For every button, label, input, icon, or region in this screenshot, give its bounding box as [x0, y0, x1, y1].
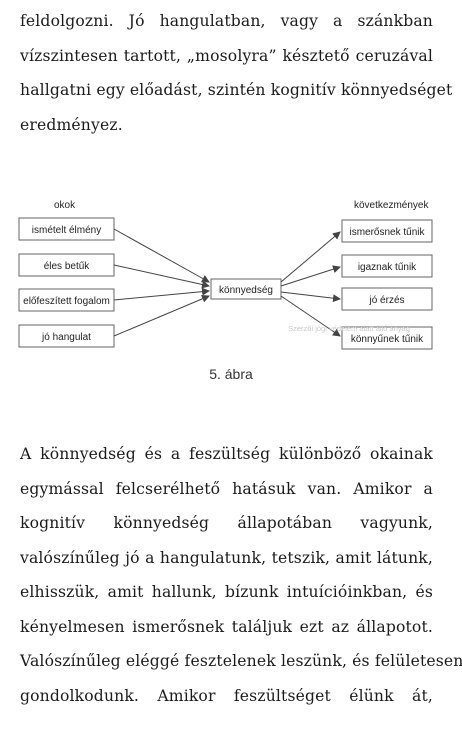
arrow	[280, 265, 341, 287]
text-line: feldolgozni. Jó hangulatban, vagy a szán…	[20, 12, 433, 30]
arrow	[113, 228, 210, 283]
figure-caption: 5. ábra	[209, 366, 253, 382]
text-line: elhisszük, amit hallunk, bízunk intuíció…	[20, 583, 433, 601]
paragraph-bottom: A könnyedség és a feszültség különböző o…	[20, 437, 462, 713]
cause-label: éles betűk	[44, 261, 91, 272]
text-line: gondolkodunk. Amikor feszültséget élünk …	[20, 686, 433, 705]
arrow	[280, 291, 341, 303]
effect-label: ismerősnek tűnik	[349, 227, 425, 238]
effects-heading: következmények	[354, 200, 429, 211]
effect-label: igaznak tűnik	[358, 262, 417, 273]
cause-label: előfeszített fogalom	[23, 296, 110, 307]
text-line: eredményez.	[20, 115, 123, 134]
cause-box: ismételt élmény	[18, 217, 115, 241]
causes-heading: okok	[54, 200, 76, 211]
effect-box: jó érzés	[341, 287, 433, 311]
diagram-svg: okok következmények ismételt élmény éles…	[18, 200, 433, 350]
cause-label: jó hangulat	[41, 332, 91, 343]
watermark: Szerzői jogi védelem alatt álló anyag	[288, 324, 410, 333]
text-line: kognitív könnyedség állapotában vagyunk,	[20, 514, 433, 532]
effect-box: könnyűnek tűnik	[341, 326, 433, 350]
figure-diagram: okok következmények ismételt élmény éles…	[14, 192, 444, 354]
text-line: kényelmesen ismerősnek találjuk ezt az á…	[20, 617, 433, 636]
cause-box: előfeszített fogalom	[18, 288, 115, 312]
effect-box: ismerősnek tűnik	[341, 219, 433, 243]
center-label: könnyedség	[219, 285, 273, 296]
arrow	[280, 295, 341, 337]
arrow	[280, 231, 341, 283]
cause-box: jó hangulat	[18, 324, 115, 348]
cause-box: éles betűk	[18, 253, 115, 277]
text-line: valószínűleg jó a hangulatunk, tetszik, …	[20, 548, 433, 567]
text-line: Valószínűleg eléggé fesztelenek leszünk,…	[20, 652, 462, 670]
effect-label: jó érzés	[368, 295, 404, 306]
text-line: hallgatni egy előadást, szintén kognitív…	[20, 81, 453, 99]
effect-box: igaznak tűnik	[341, 254, 433, 278]
paragraph-top: feldolgozni. Jó hangulatban, vagy a szán…	[20, 4, 453, 142]
center-box: könnyedség	[210, 278, 282, 300]
text-line: vízszintesen tartott, „mosolyra” késztet…	[20, 46, 433, 65]
effect-label: könnyűnek tűnik	[351, 334, 424, 345]
arrow	[113, 264, 210, 289]
cause-label: ismételt élmény	[32, 225, 101, 236]
text-line: A könnyedség és a feszültség különböző o…	[20, 445, 433, 463]
arrow	[113, 295, 210, 337]
text-line: egymással felcserélhető hatásuk van. Ami…	[20, 479, 433, 498]
arrow	[113, 287, 210, 301]
